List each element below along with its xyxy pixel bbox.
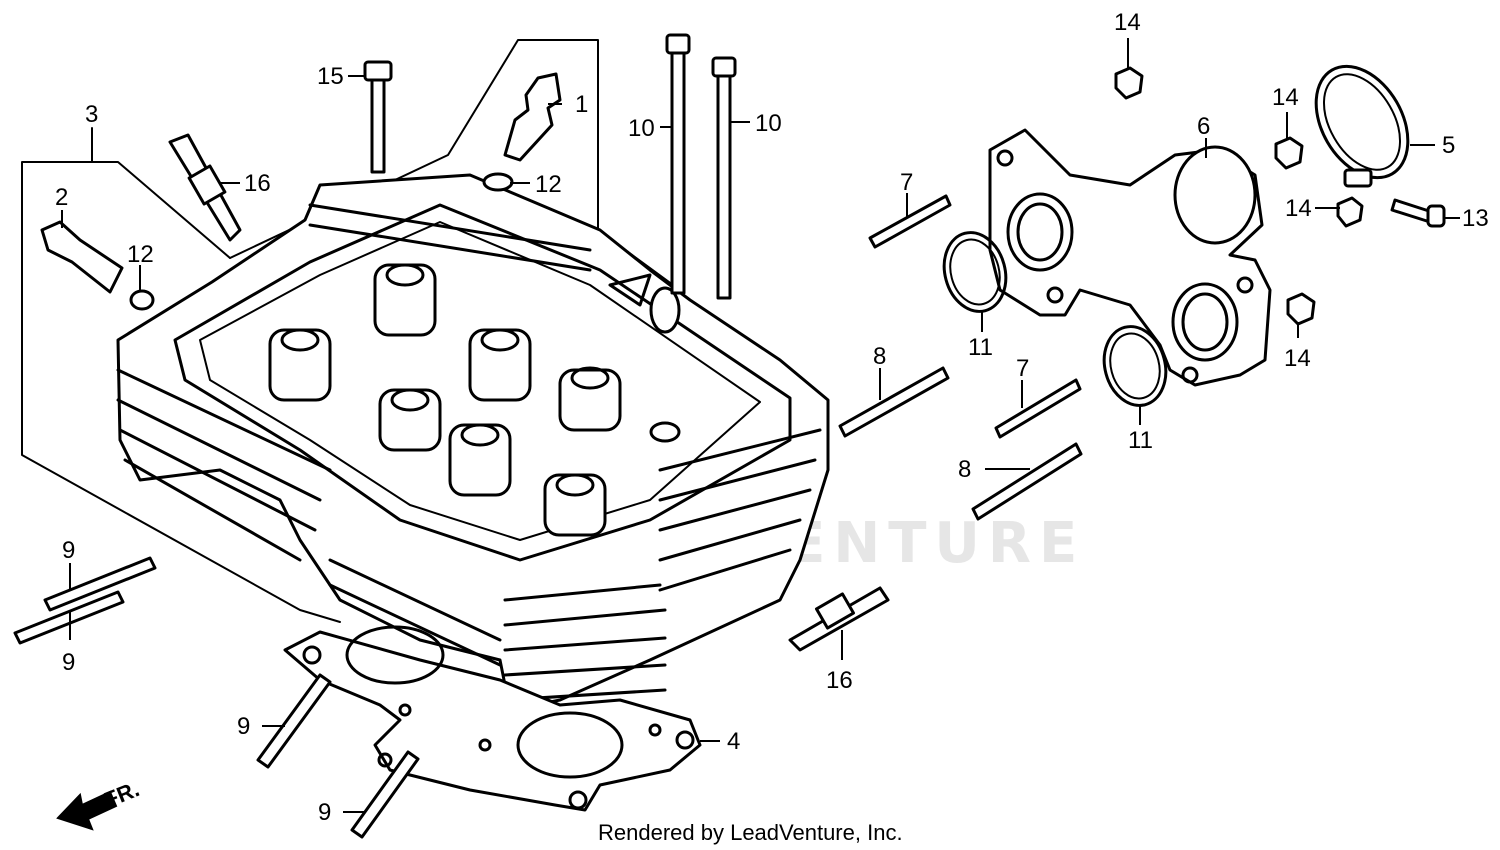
cylinder-head xyxy=(116,173,830,712)
stud-8-upper xyxy=(838,366,950,438)
stud-bolt-10-left xyxy=(665,33,691,295)
label-part-9-c: 9 xyxy=(237,713,250,740)
render-credit: Rendered by LeadVenture, Inc. xyxy=(598,820,903,845)
stud-9-lower xyxy=(350,750,420,839)
stud-8-lower xyxy=(971,442,1083,521)
front-label: FR. xyxy=(101,776,143,812)
head-gasket xyxy=(283,625,702,812)
stud-9-mid xyxy=(256,673,332,769)
fitting-2 xyxy=(40,220,124,294)
label-part-8-lower: 8 xyxy=(958,456,971,483)
nut-14-top xyxy=(1114,66,1144,100)
label-part-15: 15 xyxy=(317,63,344,90)
label-part-1: 1 xyxy=(575,91,588,118)
fitting-1 xyxy=(503,72,562,162)
label-part-13: 13 xyxy=(1462,205,1489,232)
stud-9-upper-left xyxy=(13,556,157,645)
o-ring-11-lower xyxy=(1102,325,1168,407)
nut-14-right xyxy=(1274,136,1304,170)
o-ring-12-top xyxy=(482,172,514,192)
label-part-11-upper: 11 xyxy=(968,334,993,361)
label-part-8-upper: 8 xyxy=(873,343,886,370)
label-part-7-lower: 7 xyxy=(1016,355,1029,382)
label-part-10-right: 10 xyxy=(755,110,782,137)
spark-plug-16-lower xyxy=(788,586,890,652)
label-part-5: 5 xyxy=(1442,132,1455,159)
label-part-10-left: 10 xyxy=(628,115,655,142)
stud-7-upper xyxy=(868,194,952,249)
intake-manifold-6 xyxy=(988,128,1272,387)
label-part-4: 4 xyxy=(727,728,740,755)
leader-lines xyxy=(61,38,1460,813)
label-part-2: 2 xyxy=(55,184,68,211)
label-part-9-d: 9 xyxy=(318,799,331,826)
front-direction-arrow: FR. xyxy=(56,776,143,831)
label-part-14-top: 14 xyxy=(1114,9,1141,36)
label-part-14-mid: 14 xyxy=(1285,195,1312,222)
label-part-12-left: 12 xyxy=(127,241,154,268)
stud-7-lower xyxy=(994,378,1082,439)
label-part-11-lower: 11 xyxy=(1128,427,1153,454)
stud-bolt-10-right xyxy=(711,56,737,300)
clamp-band-5 xyxy=(1314,64,1410,188)
label-part-9-b: 9 xyxy=(62,649,75,676)
label-part-14-right: 14 xyxy=(1272,84,1299,111)
label-part-9-a: 9 xyxy=(62,537,75,564)
callout-labels: 1 2 3 4 5 6 7 7 8 8 9 9 9 9 10 10 11 11 … xyxy=(55,9,1489,826)
label-part-7-upper: 7 xyxy=(900,169,913,196)
o-ring-12-left xyxy=(129,289,155,311)
label-part-14-lower: 14 xyxy=(1284,345,1311,372)
screw-13 xyxy=(1390,198,1446,228)
label-part-16-top: 16 xyxy=(244,170,271,197)
label-part-6: 6 xyxy=(1197,113,1210,140)
o-ring-11-upper xyxy=(942,231,1008,313)
nut-14-mid xyxy=(1336,196,1364,228)
spark-plug-16-top xyxy=(168,133,242,242)
bolt-15 xyxy=(363,60,393,174)
label-part-16-lower: 16 xyxy=(826,667,853,694)
label-part-3: 3 xyxy=(85,101,98,128)
nut-14-lower xyxy=(1286,292,1316,326)
label-part-12-top: 12 xyxy=(535,171,562,198)
